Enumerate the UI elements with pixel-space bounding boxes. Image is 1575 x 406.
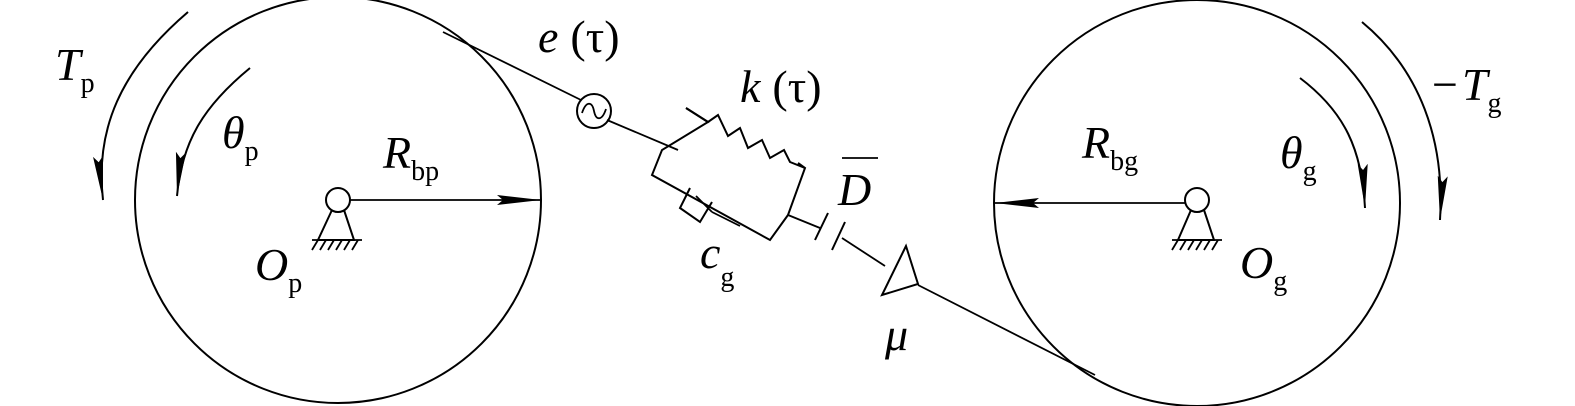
spring-damper-block bbox=[650, 107, 807, 242]
pinion-angle-label: θp bbox=[222, 107, 259, 167]
pinion-base-circle bbox=[134, 0, 542, 404]
friction-icon bbox=[880, 243, 920, 297]
stiffness-label: k(τ) bbox=[740, 61, 822, 112]
gear-torque-label: −Tg bbox=[1432, 59, 1502, 119]
pinion-pivot-icon bbox=[311, 187, 362, 251]
gear-base-circle bbox=[993, 0, 1401, 406]
gear-torque-arrow bbox=[1361, 21, 1448, 221]
gear-pivot-icon bbox=[1171, 187, 1222, 251]
damping-label: cg bbox=[700, 227, 734, 293]
friction-label: μ bbox=[884, 309, 908, 360]
gear-center-label: Og bbox=[1240, 237, 1287, 297]
svg-text:D: D bbox=[837, 164, 871, 215]
pinion-rotation-arrow bbox=[175, 67, 251, 197]
gear-angle-label: θg bbox=[1280, 127, 1317, 187]
line-of-action bbox=[442, 31, 1096, 376]
pinion-center-label: Op bbox=[255, 239, 302, 299]
error-excitation-label: e(τ) bbox=[538, 11, 620, 62]
backlash-gap-icon bbox=[814, 212, 846, 251]
error-excitation-icon bbox=[576, 93, 612, 129]
gear-rotation-arrow bbox=[1299, 77, 1368, 209]
gear-radius-label: Rbg bbox=[1081, 117, 1138, 177]
pinion-torque-label: Tp bbox=[55, 39, 95, 99]
pinion-radius-label: Rbp bbox=[382, 127, 439, 187]
pinion-torque-arrow bbox=[93, 11, 189, 201]
backlash-label: D bbox=[837, 157, 878, 215]
